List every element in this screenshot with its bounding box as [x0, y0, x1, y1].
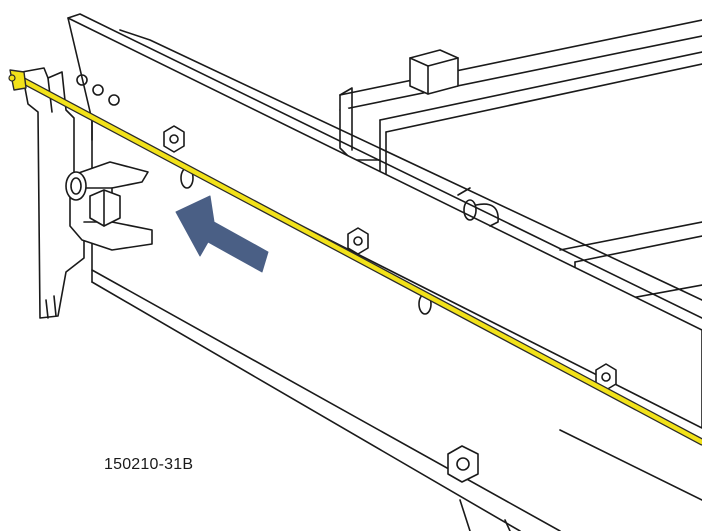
latch-assembly	[65, 161, 153, 251]
nut	[347, 227, 369, 255]
direction-arrow	[175, 195, 269, 273]
figure-id-label: 150210-31B	[104, 456, 194, 473]
yellow-cable	[8, 69, 702, 446]
nut	[447, 445, 479, 483]
nut	[163, 125, 185, 153]
side-rail	[67, 13, 702, 531]
